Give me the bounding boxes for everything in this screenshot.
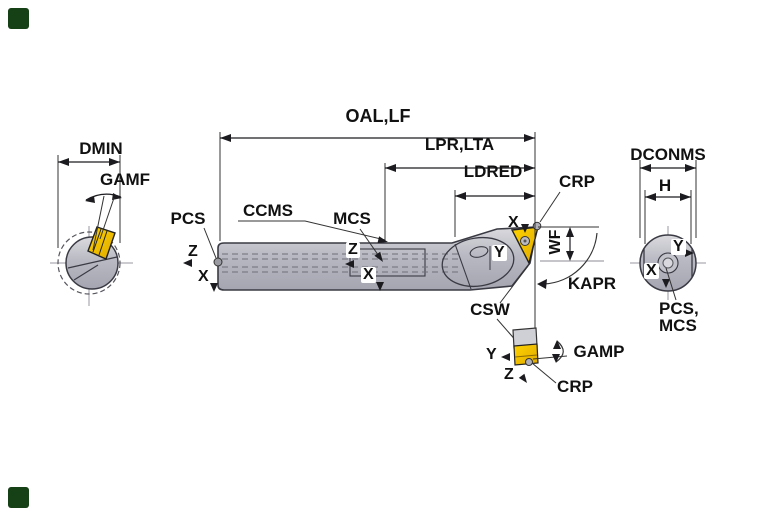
brand-square-bottom [8, 487, 29, 508]
kapr-angle-label: KAPR [567, 274, 617, 293]
tip-axis-x-label: X [508, 214, 519, 231]
gamp-arc [555, 340, 564, 363]
pcs-x-arrow [210, 283, 218, 292]
wf-dimension-label: WF [547, 229, 564, 255]
gamf-arrow-right [112, 193, 122, 200]
insert-side-view [496, 265, 568, 384]
mcs-x-arrow [376, 282, 384, 291]
gamp-angle-label: GAMP [573, 342, 625, 361]
dconms-arrow-right [685, 164, 696, 172]
lpr-dimension-label: LPR,LTA [424, 135, 495, 154]
pcs-axis-x-label: X [198, 268, 209, 285]
csw-leader-up [499, 265, 529, 304]
pocket-chord-1 [67, 256, 118, 269]
right-axis-y-label: Y [671, 238, 686, 255]
crp-bottom-leader [531, 362, 557, 384]
crp-top-label: CRP [559, 172, 595, 191]
kapr-arrowhead [537, 279, 547, 289]
bottom-z-arrow [518, 373, 527, 383]
pcs-origin-dot [213, 257, 223, 267]
head-axis-y-label: Y [492, 244, 507, 261]
oal-arrow-left [220, 134, 231, 142]
crp-top-leader [539, 191, 561, 223]
right-origin-label-line2: MCS [659, 316, 697, 335]
insert-edge-line-1 [92, 228, 102, 253]
gamp-arrow-top [553, 340, 561, 349]
oal-dimension-label: OAL,LF [345, 106, 411, 126]
head-hole-ellipse [469, 246, 489, 258]
insert-end-view [87, 226, 116, 260]
dmin-arrow-right [109, 158, 120, 166]
mcs-label: MCS [333, 209, 371, 228]
wf-arrow-top [566, 227, 574, 237]
crp-dot-main [532, 221, 542, 231]
ldred-dimension-label: LDRED [463, 162, 523, 181]
bottom-y-arrow [501, 353, 510, 361]
dconms-dimension-label: DCONMS [630, 145, 706, 164]
pocket-chord-2 [73, 264, 99, 281]
h-arrow-right [680, 193, 691, 201]
tip-x-arrow [521, 224, 529, 233]
oal-arrow-right [524, 134, 535, 142]
bottom-axis-y-label: Y [486, 346, 497, 363]
ldred-arrow-right [524, 192, 535, 200]
insert-screw-center [523, 239, 527, 243]
shank-bore-inner [662, 257, 674, 269]
lpr-arrow-left [385, 164, 396, 172]
mcs-z-arrow [345, 260, 354, 268]
coolant-dashed-lines [222, 253, 462, 273]
ccms-leader [238, 220, 386, 241]
dmin-label: DMIN [79, 139, 123, 158]
right-y-arrow [685, 249, 694, 257]
csw-label: CSW [470, 300, 510, 319]
bottom-axis-z-label: Z [504, 366, 514, 383]
dmin-arrow-left [58, 158, 69, 166]
kapr-arc [543, 232, 598, 285]
h-dimension-label: H [658, 176, 672, 195]
pcs-z-arrow [183, 259, 192, 267]
head-boss-ellipse [441, 236, 515, 288]
ccms-arrowhead [377, 236, 388, 244]
pcs-mcs-leader [665, 267, 677, 301]
gamf-leader-2 [99, 197, 115, 240]
mcs-arrowhead [374, 251, 383, 262]
crp-bottom-label: CRP [557, 377, 593, 396]
h-arrow-left [645, 193, 656, 201]
pcs-axis-z-label: Z [188, 243, 198, 260]
crp-dot-bottom [525, 358, 533, 366]
insert-edge-line-2 [98, 230, 108, 256]
dconms-arrow-left [640, 164, 651, 172]
mcs-axis-z-label: Z [346, 241, 360, 258]
ldred-arrow-left [455, 192, 466, 200]
side-view-edge-line [514, 354, 538, 358]
gamp-arrow-bottom [552, 354, 560, 363]
top-dimensions [219, 132, 536, 331]
gamf-arrow-left [85, 196, 95, 203]
head-joint-line [454, 243, 472, 290]
right-origin-label-line1: PCS, [659, 299, 699, 318]
right-x-arrow [662, 279, 670, 288]
lpr-arrow-right [524, 164, 535, 172]
ccms-label: CCMS [242, 201, 294, 220]
brand-square-top [8, 8, 29, 29]
wf-kapr-dimensions [537, 226, 604, 289]
main-leaders [183, 191, 561, 292]
right-axis-x-label: X [644, 262, 659, 279]
gamf-label: GAMF [99, 170, 151, 189]
pcs-leader [203, 227, 217, 259]
left-section-view [50, 155, 133, 306]
wf-arrow-bottom [566, 251, 574, 261]
dmin-dashed-circle [57, 231, 121, 295]
pcs-label: PCS [170, 209, 206, 228]
gamf-leader-1 [92, 195, 105, 251]
mcs-axis-x-label: X [361, 266, 376, 283]
